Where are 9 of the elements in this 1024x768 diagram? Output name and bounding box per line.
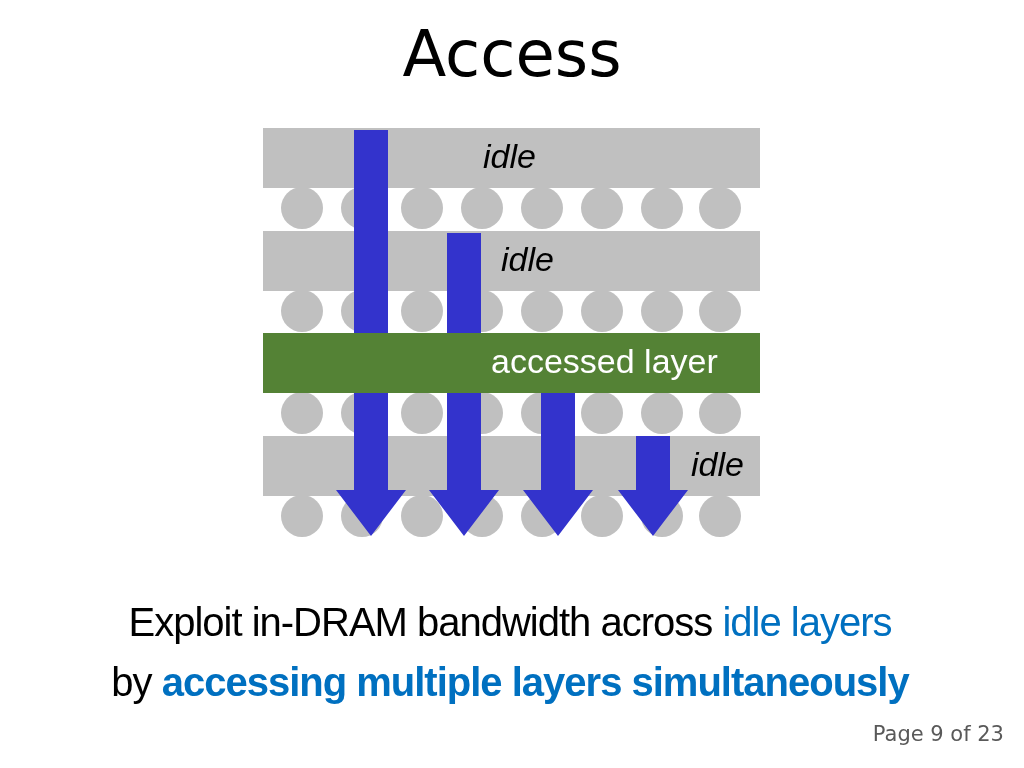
summary-text: Exploit in-DRAM bandwidth across idle layers by accessing multiple layers simultaneously xyxy=(110,599,911,706)
page-number: Page 9 of 23 xyxy=(872,722,1004,746)
layer-label: accessed layer xyxy=(491,341,718,381)
memory-layer xyxy=(263,333,760,393)
layer-label: idle xyxy=(691,444,744,484)
layer-label: idle xyxy=(501,239,554,279)
memory-layer xyxy=(263,128,760,188)
layer-label: idle xyxy=(483,136,536,176)
slide-title: Access xyxy=(401,16,623,93)
